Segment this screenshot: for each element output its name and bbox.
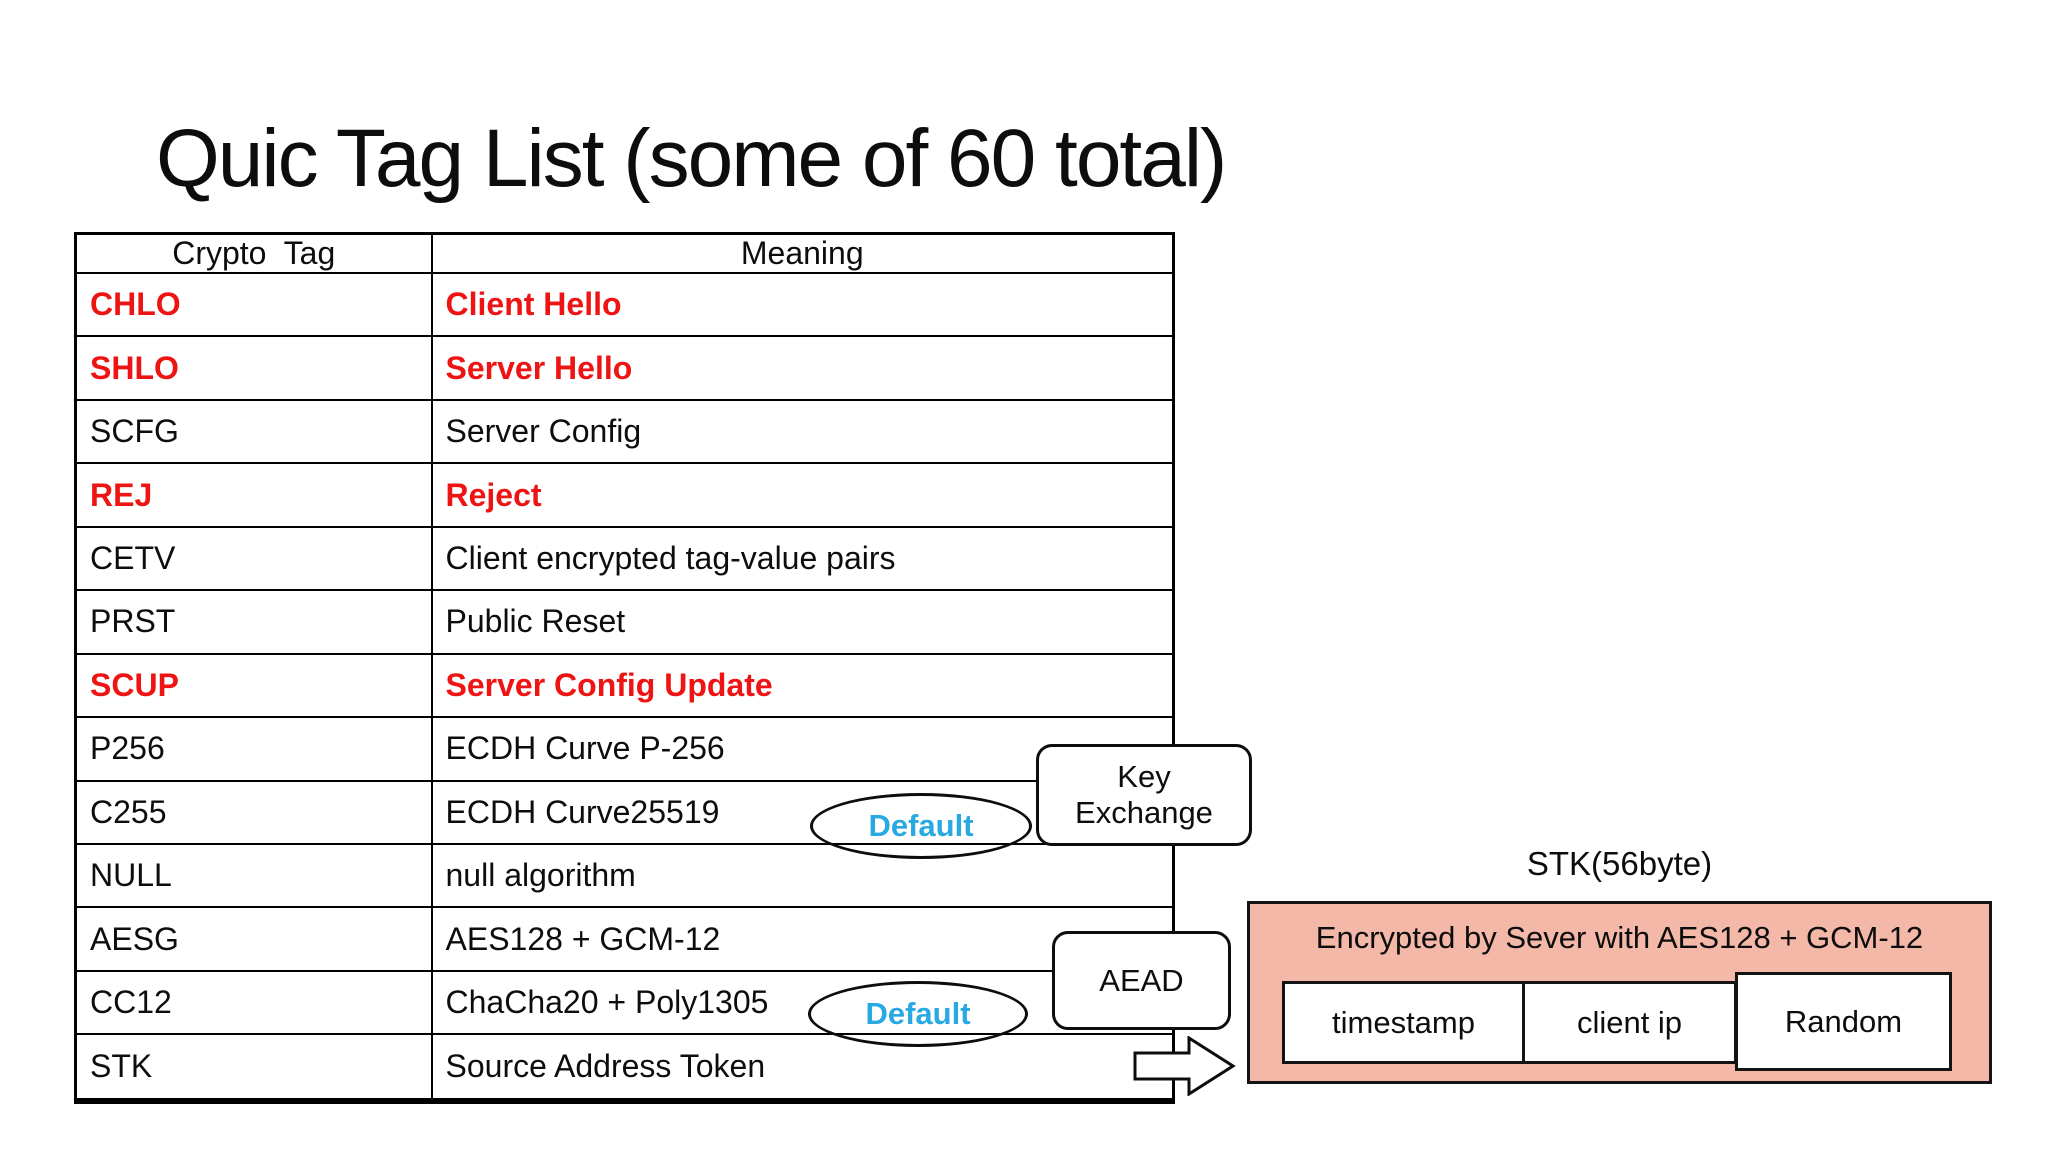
key-exchange-callout: Key Exchange (1036, 744, 1252, 846)
crypto-tag-cell: PRST (74, 589, 433, 655)
meaning-cell: Server Hello (430, 335, 1175, 401)
meaning-cell: Server Config (430, 398, 1175, 465)
right-arrow-icon (1133, 1036, 1236, 1096)
meaning-cell: Reject (430, 462, 1175, 528)
header-crypto-tag: Crypto Tag (74, 232, 433, 274)
stk-field-timestamp: timestamp (1282, 981, 1525, 1064)
table-header-row: Crypto Tag Meaning (74, 232, 1175, 274)
crypto-tag-cell: CHLO (74, 271, 433, 338)
crypto-tag-cell: STK (74, 1033, 433, 1102)
meaning-cell: Public Reset (430, 589, 1175, 655)
meaning-cell: null algorithm (430, 842, 1175, 909)
crypto-tag-cell: REJ (74, 462, 433, 528)
aead-callout: AEAD (1052, 931, 1231, 1030)
header-meaning: Meaning (430, 232, 1175, 274)
crypto-tag-cell: SCUP (74, 652, 433, 719)
meaning-cell: Client encrypted tag-value pairs (430, 525, 1175, 592)
default-oval-cc12: Default (808, 981, 1028, 1047)
stk-field-client-ip: client ip (1523, 981, 1737, 1064)
meaning-cell: Source Address Token (430, 1033, 1175, 1102)
default-oval-c255: Default (810, 793, 1032, 859)
crypto-tag-cell: P256 (74, 716, 433, 782)
meaning-cell: AES128 + GCM-12 (430, 906, 1175, 972)
crypto-tag-cell: SCFG (74, 398, 433, 465)
stk-structure-box: Encrypted by Sever with AES128 + GCM-12 … (1247, 901, 1992, 1084)
crypto-tag-cell: CC12 (74, 969, 433, 1036)
meaning-cell: Server Config Update (430, 652, 1175, 719)
meaning-cell: ChaCha20 + Poly1305 (430, 969, 1175, 1036)
slide-title: Quic Tag List (some of 60 total) (156, 113, 1227, 204)
stk-bytes-label: STK(56byte) (1526, 845, 1713, 882)
crypto-tag-cell: CETV (74, 525, 433, 592)
crypto-tag-cell: AESG (74, 906, 433, 972)
crypto-tag-cell: NULL (74, 842, 433, 909)
crypto-tag-cell: C255 (74, 779, 433, 845)
stk-field-random: Random (1735, 972, 1952, 1071)
meaning-cell: Client Hello (430, 271, 1175, 338)
crypto-tag-cell: SHLO (74, 335, 433, 401)
stk-encryption-note: Encrypted by Sever with AES128 + GCM-12 (1315, 920, 1924, 955)
